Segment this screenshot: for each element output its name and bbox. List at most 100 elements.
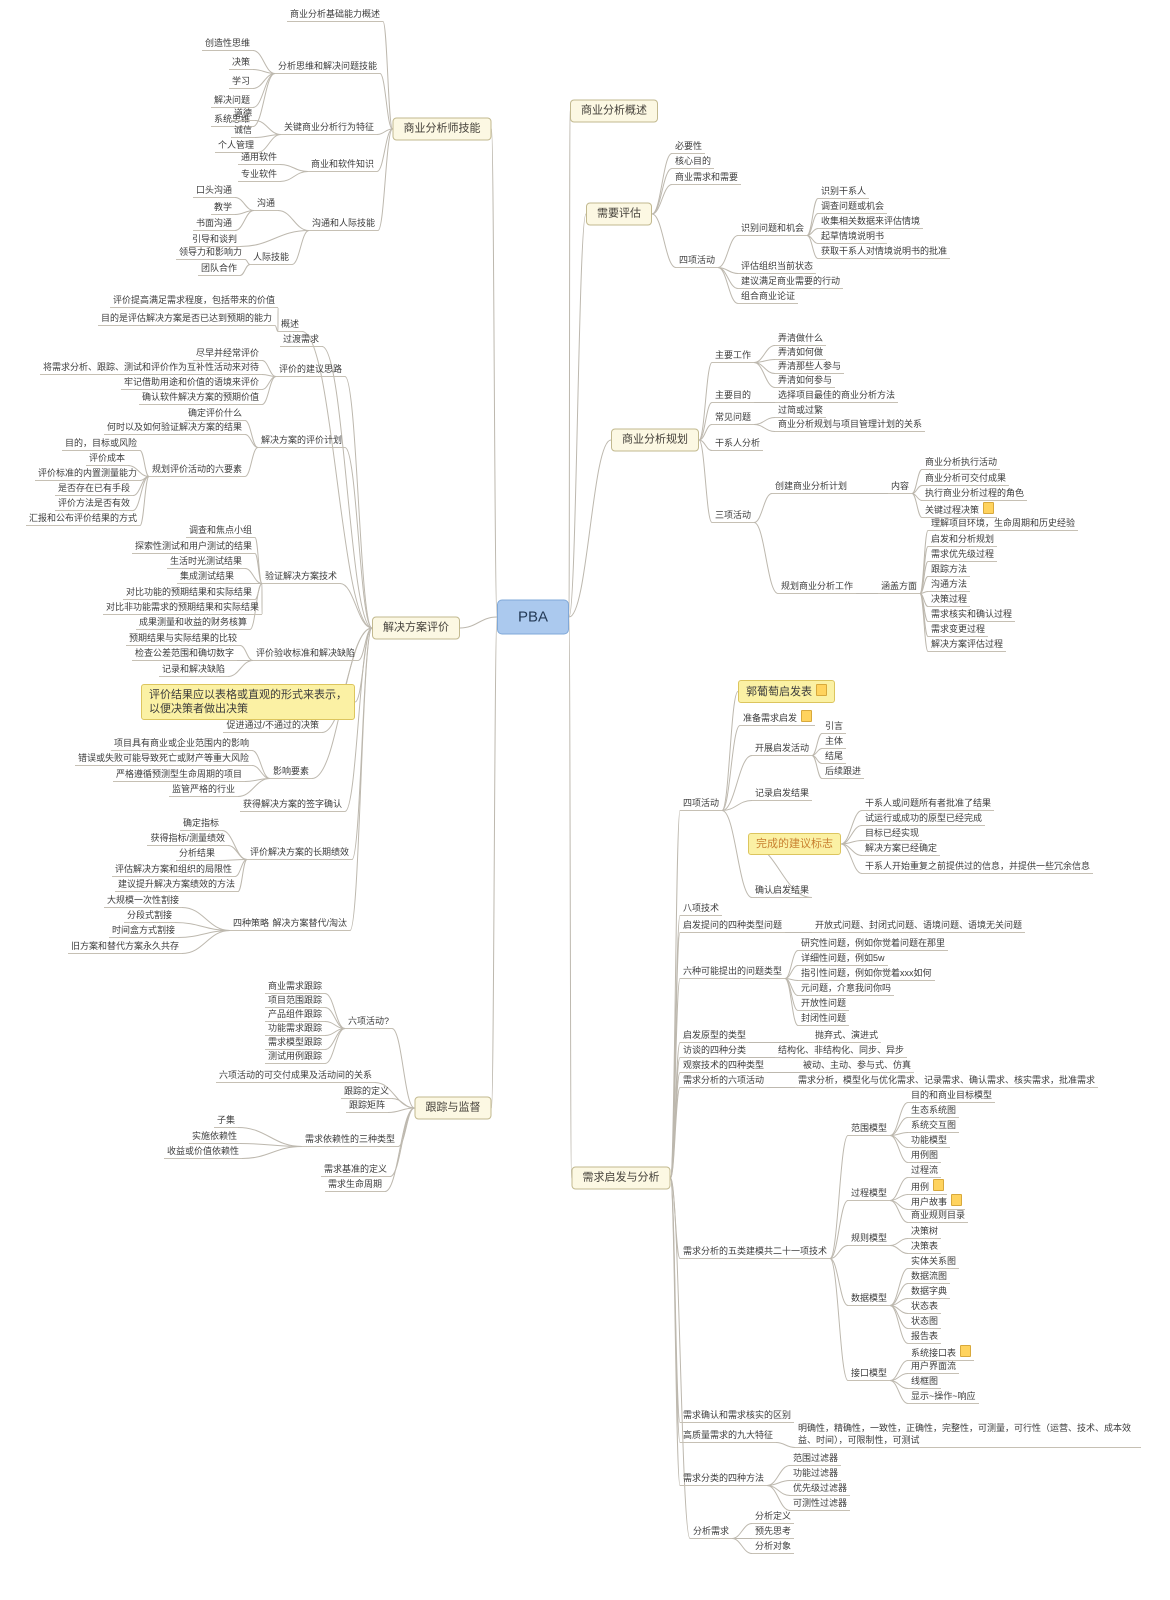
node-pl-ct4[interactable]: 关键过程决策	[922, 502, 998, 518]
node-sk-ta3[interactable]: 书面沟通	[192, 217, 235, 231]
node-pl-c2[interactable]: 商业分析规划与项目管理计划的关系	[775, 418, 926, 432]
node-pl-a6[interactable]: 决策过程	[928, 593, 971, 607]
node-el-sa[interactable]: 需求分析的六项活动	[680, 1074, 768, 1088]
node-nd-i5[interactable]: 获取干系人对情境说明书的批准	[818, 245, 951, 259]
node-nd-id[interactable]: 识别问题和机会	[738, 222, 808, 236]
node-pl-pur[interactable]: 主要目的	[712, 389, 755, 403]
node-ev-ve4[interactable]: 集成测试结果	[176, 570, 237, 584]
node-ev-si6[interactable]: 汇报和公布评价结果的方式	[25, 512, 140, 526]
node-tr-s2[interactable]: 项目范围跟踪	[264, 994, 325, 1008]
node-nd-f4[interactable]: 组合商业论证	[738, 290, 799, 304]
node-tr-mat[interactable]: 跟踪矩阵	[345, 1099, 388, 1113]
node-ev-fo3[interactable]: 时间盒方式割接	[108, 924, 178, 938]
node-pl-create[interactable]: 创建商业分析计划	[772, 480, 851, 494]
node-el-proto[interactable]: 启发原型的类型	[680, 1029, 750, 1043]
node-elicitation[interactable]: 需求启发与分析	[571, 1166, 671, 1190]
node-el-sc5[interactable]: 用例图	[908, 1149, 942, 1163]
node-sk-ta2[interactable]: 教学	[210, 201, 235, 215]
node-el-pc4[interactable]: 商业规则目录	[908, 1209, 969, 1223]
node-tr-dep[interactable]: 需求依赖性的三种类型	[301, 1133, 398, 1147]
node-el-an2[interactable]: 预先思考	[752, 1525, 795, 1539]
node-tr-s1[interactable]: 商业需求跟踪	[264, 980, 325, 994]
node-el-ru2[interactable]: 决策表	[908, 1240, 942, 1254]
node-el-cl2[interactable]: 功能过滤器	[790, 1467, 842, 1481]
node-el-qt[interactable]: 启发提问的四种类型问题	[680, 919, 786, 933]
node-el-pc3[interactable]: 用户故事	[908, 1194, 966, 1210]
node-el-da2[interactable]: 数据流图	[908, 1270, 951, 1284]
node-el-cd1[interactable]: 引言	[822, 720, 847, 734]
node-sk-th4[interactable]: 解决问题	[210, 94, 253, 108]
node-el-rule[interactable]: 规则模型	[848, 1232, 891, 1246]
node-el-dn3[interactable]: 目标已经实现	[862, 827, 923, 841]
node-el-sq[interactable]: 六种可能提出的问题类型	[680, 965, 786, 979]
node-el-cd3[interactable]: 结尾	[822, 750, 847, 764]
node-nd-i2[interactable]: 调查问题或机会	[818, 200, 888, 214]
node-sk-th3[interactable]: 学习	[228, 75, 253, 89]
node-pl-w3[interactable]: 弄清那些人参与	[775, 360, 845, 374]
node-el-cd4[interactable]: 后续跟进	[822, 765, 865, 779]
node-sk-inter[interactable]: 人际技能	[249, 251, 292, 265]
node-pl-pw[interactable]: 规划商业分析工作	[778, 580, 857, 594]
node-el-if4[interactable]: 显示~操作~响应	[908, 1390, 979, 1404]
node-ev-ve3[interactable]: 生活时光测试结果	[166, 555, 245, 569]
node-needs[interactable]: 需要评估	[586, 202, 652, 226]
node-nd-f3[interactable]: 建议满足商业需要的行动	[738, 275, 844, 289]
node-sk-ta1[interactable]: 口头沟通	[192, 184, 235, 198]
node-pl-c1[interactable]: 过简或过繁	[775, 404, 827, 418]
node-ev-ov2[interactable]: 目的是评估解决方案是否已达到预期的能力	[97, 312, 275, 326]
node-el-ob1[interactable]: 被动、主动、参与式、仿真	[800, 1059, 915, 1073]
node-el-sc2[interactable]: 生态系统图	[908, 1104, 960, 1118]
node-el-if[interactable]: 接口模型	[848, 1367, 891, 1381]
node-ev-ver[interactable]: 验证解决方案技术	[261, 570, 340, 584]
node-sk-comm[interactable]: 沟通和人际技能	[308, 217, 378, 231]
node-pl-a8[interactable]: 需求变更过程	[928, 623, 989, 637]
node-pl-a3[interactable]: 需求优先级过程	[928, 548, 998, 562]
node-el-sq1[interactable]: 研究性问题，例如你觉着问题在那里	[798, 937, 949, 951]
node-el-in1[interactable]: 结构化、非结构化、同步、异步	[775, 1044, 908, 1058]
node-ev-si3[interactable]: 评价标准的内置测量能力	[34, 467, 140, 481]
node-pba[interactable]: PBA	[496, 599, 570, 635]
node-ev-fa4[interactable]: 监管严格的行业	[168, 783, 238, 797]
node-ev-fa3[interactable]: 严格遵循预测型生命周期的项目	[112, 768, 245, 782]
node-ev-si2[interactable]: 评价成本	[85, 452, 128, 466]
node-el-proc[interactable]: 过程模型	[848, 1187, 891, 1201]
node-el-scope[interactable]: 范围模型	[848, 1122, 891, 1136]
node-nd-four[interactable]: 四项活动	[676, 254, 719, 268]
node-ev-fo2[interactable]: 分段式割接	[123, 909, 175, 923]
node-el-pc2[interactable]: 用例	[908, 1179, 948, 1195]
node-el-done[interactable]: 完成的建议标志	[748, 833, 841, 855]
node-tr-d2[interactable]: 实施依赖性	[188, 1130, 240, 1144]
node-pl-work[interactable]: 主要工作	[712, 349, 755, 363]
note-icon[interactable]	[816, 684, 827, 696]
node-el-models[interactable]: 需求分析的五类建模共二十一项技术	[680, 1245, 831, 1259]
node-el-data[interactable]: 数据模型	[848, 1292, 891, 1306]
node-ev-ve2[interactable]: 探索性测试和用户测试的结果	[131, 540, 255, 554]
node-ev-ad4[interactable]: 确认软件解决方案的预期价值	[138, 391, 262, 405]
node-el-int[interactable]: 访谈的四种分类	[680, 1044, 750, 1058]
node-ev-go[interactable]: 促进通过/不通过的决策	[223, 719, 322, 733]
node-ev-ov[interactable]: 概述	[277, 318, 302, 332]
node-ev-ac3[interactable]: 记录和解决缺陷	[158, 663, 228, 677]
node-nd-nec[interactable]: 必要性	[672, 140, 706, 154]
node-el-dn5[interactable]: 干系人开始重复之前提供过的信息，并提供一些冗余信息	[862, 860, 1094, 874]
node-el-if2[interactable]: 用户界面流	[908, 1360, 960, 1374]
node-el-dn1[interactable]: 干系人或问题所有者批准了结果	[862, 797, 995, 811]
node-el-qt1[interactable]: 开放式问题、封闭式问题、语境问题、语境无关问题	[812, 919, 1026, 933]
node-ev-six[interactable]: 规划评价活动的六要素	[148, 463, 245, 477]
node-ev-sign[interactable]: 获得解决方案的签字确认	[239, 798, 345, 812]
node-el-sc3[interactable]: 系统交互图	[908, 1119, 960, 1133]
node-el-cd2[interactable]: 主体	[822, 735, 847, 749]
node-sk-be1[interactable]: 道德	[230, 107, 255, 121]
node-ev-si5[interactable]: 评价方法是否有效	[54, 497, 133, 511]
node-pl-aspect[interactable]: 涵盖方面	[878, 580, 921, 594]
node-nd-i3[interactable]: 收集相关数据来评估情境	[818, 215, 924, 229]
note-icon[interactable]	[933, 1179, 945, 1191]
node-ev-fo1[interactable]: 大规模一次性割接	[103, 894, 182, 908]
note-icon[interactable]	[960, 1345, 972, 1357]
node-pl-p1[interactable]: 选择项目最佳的商业分析方法	[775, 389, 899, 403]
node-el-sq5[interactable]: 开放性问题	[798, 997, 850, 1011]
node-el-ni1[interactable]: 明确性，精确性，一致性，正确性，完整性，可测量，可行性（运营、技术、成本效益、时…	[795, 1422, 1141, 1448]
node-el-if1[interactable]: 系统接口表	[908, 1345, 975, 1361]
node-ev-fo4[interactable]: 旧方案和替代方案永久共存	[67, 940, 182, 954]
node-tr-d1[interactable]: 子集	[213, 1114, 238, 1128]
